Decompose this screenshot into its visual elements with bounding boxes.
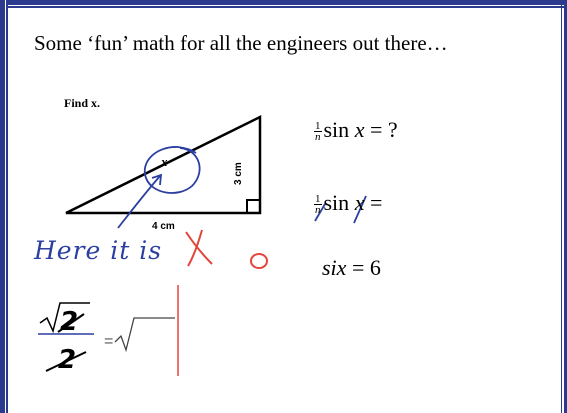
eq3-tail: = 6 (346, 255, 381, 280)
eq2-fraction: 1 n (314, 193, 322, 217)
triangle-base-label: 4 cm (152, 221, 175, 232)
frame-border-left-gap (5, 0, 6, 413)
eq2-tail: = (364, 190, 383, 215)
strike-n (314, 203, 326, 222)
sqrt-equals: = (104, 333, 113, 350)
frame-border-right (564, 0, 567, 413)
sqrt-numerator: 2 (60, 307, 78, 337)
eq1-tail: = ? (364, 117, 398, 142)
right-angle-marker (246, 199, 261, 214)
slide-heading: Some ‘fun’ math for all the engineers ou… (34, 31, 448, 55)
triangle-x-label: x (160, 154, 168, 169)
equation-2: 1 n sin x = (314, 190, 382, 216)
red-o-sketch (250, 253, 268, 269)
frame-border-top (0, 0, 567, 5)
red-x-sketch (185, 229, 213, 267)
frame-border-left-line (6, 0, 8, 413)
right-triangle (65, 114, 262, 215)
equation-1: 1 n sin x = ? (314, 117, 398, 143)
eq2-sin: sin (323, 190, 350, 215)
frame-border-top-line (0, 6, 567, 8)
pointer-arrow-head-sketch (151, 173, 163, 186)
frame-border-left (0, 0, 5, 413)
sqrt-sign-top (39, 302, 90, 334)
sqrt-denominator: 2 (58, 345, 76, 375)
circle-around-x-sketch (143, 146, 201, 194)
strike-denominator-2 (45, 351, 87, 372)
here-it-is-handwriting: Here it is (34, 236, 163, 265)
strike-n-x (353, 195, 367, 224)
equation-3: six = 6 (322, 255, 381, 281)
eq1-denominator: n (315, 131, 321, 144)
frame-border-right-line (561, 0, 562, 413)
eq1-numerator: 1 (314, 120, 322, 133)
eq1-sin: sin (323, 117, 350, 142)
pointer-arrow-sketch (117, 175, 161, 229)
strike-numerator-2 (57, 313, 85, 333)
eq3-variable: six (322, 255, 347, 280)
find-x-label: Find x. (64, 96, 101, 110)
eq2-denominator: n (315, 204, 321, 217)
eq1-fraction: 1 n (314, 120, 322, 144)
sqrt-sign-right (114, 317, 175, 353)
eq2-variable: x (354, 190, 365, 215)
eq2-numerator: 1 (314, 193, 322, 206)
eq1-variable: x (354, 117, 365, 142)
triangle-side-label: 3 cm (233, 162, 244, 185)
